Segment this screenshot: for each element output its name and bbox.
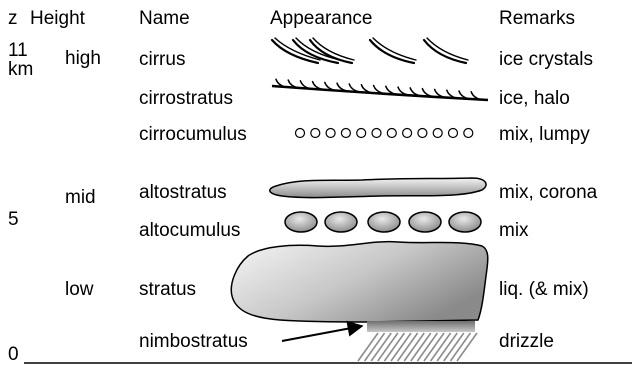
altostratus-icon bbox=[270, 178, 486, 198]
cirrocumulus-puff bbox=[387, 129, 396, 138]
cirrostratus-icon bbox=[272, 79, 488, 100]
altocumulus-icon bbox=[285, 212, 481, 232]
cirrocumulus-puff bbox=[296, 129, 305, 138]
cirrocumulus-puff bbox=[418, 129, 427, 138]
cirrocumulus-icon bbox=[296, 129, 473, 138]
cirrus-icon bbox=[272, 38, 468, 63]
nimbostratus-rain-icon bbox=[358, 321, 477, 361]
nimbostratus-arrow bbox=[282, 326, 362, 341]
cirrocumulus-puff bbox=[433, 129, 442, 138]
cirrocumulus-puff bbox=[311, 129, 320, 138]
cirrocumulus-puff bbox=[326, 129, 335, 138]
cirrocumulus-puff bbox=[372, 129, 381, 138]
cirrocumulus-puff bbox=[403, 129, 412, 138]
stratus-icon bbox=[231, 242, 487, 322]
cirrocumulus-puff bbox=[449, 129, 458, 138]
cirrocumulus-puff bbox=[464, 129, 473, 138]
cirrocumulus-puff bbox=[357, 129, 366, 138]
cirrocumulus-puff bbox=[341, 129, 350, 138]
